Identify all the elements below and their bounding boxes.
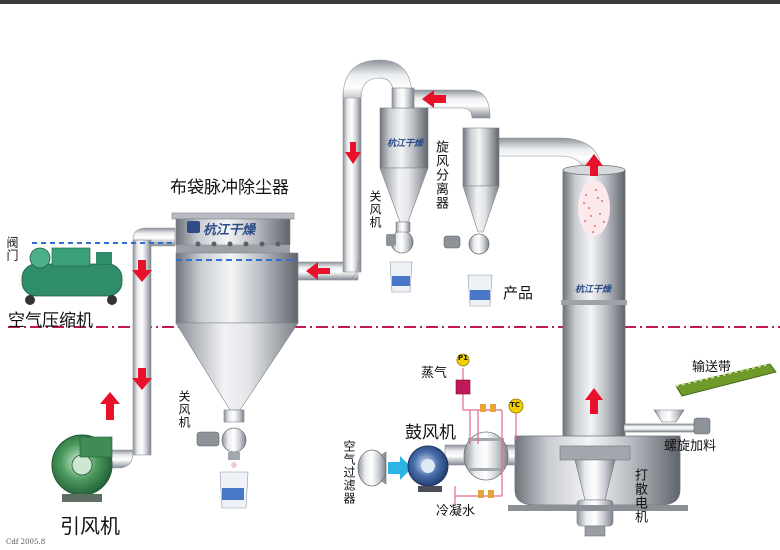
pressure-gauge xyxy=(456,353,470,367)
valve-label: 阀门 xyxy=(5,236,19,262)
air-compressor xyxy=(21,242,172,305)
rotary-valve-top-label: 关风机 xyxy=(368,190,382,229)
brand-logo-cyclone: 杭江干燥 xyxy=(387,139,424,149)
air-filter-label: 空气过滤器 xyxy=(342,440,356,505)
cyclone-first xyxy=(379,87,429,254)
blower-label: 鼓风机 xyxy=(405,423,456,443)
product-bag-cyclone-first xyxy=(389,261,413,293)
flow-arrow-up-induced-fan xyxy=(100,392,120,420)
air-filter xyxy=(357,449,387,487)
flow-arrow-down-left-pipe-bottom xyxy=(132,368,152,390)
condensate-label: 冷凝水 xyxy=(436,504,476,519)
air-flow-arrow xyxy=(388,456,412,480)
product-bag-cyclone-second xyxy=(467,274,493,307)
screw-feeder xyxy=(623,409,711,435)
rotary-valve-bottom-label: 关风机 xyxy=(177,390,191,429)
cyclone-separator-label: 旋风分离器 xyxy=(433,140,448,210)
baghouse xyxy=(171,212,299,460)
pipe-elbow-top-left xyxy=(132,227,176,247)
flow-arrow-up-tower-bottom xyxy=(585,388,603,414)
induced-fan-label: 引风机 xyxy=(60,514,120,538)
conveyor-label: 输送带 xyxy=(692,360,732,375)
induced-fan xyxy=(51,434,113,502)
product-bag-baghouse xyxy=(219,462,249,509)
flow-arrow-up-tower-top xyxy=(585,154,603,176)
flow-arrow-left-bottom-pipe xyxy=(306,262,330,280)
cyclone-second xyxy=(443,127,500,255)
conveyor-belt xyxy=(675,363,777,397)
pressure-gauge-label: P1 xyxy=(458,354,469,362)
screw-feeder-label: 螺旋加料 xyxy=(664,439,717,454)
flow-arrow-down-mid-pipe xyxy=(345,142,361,164)
flow-arrow-down-left-pipe-top xyxy=(132,260,152,282)
product-label: 产品 xyxy=(503,284,534,302)
air-compressor-label: 空气压缩机 xyxy=(8,311,93,331)
flow-arrows xyxy=(100,90,603,420)
disperser-motor-label: 打散电机 xyxy=(632,468,647,524)
steam-valve xyxy=(455,379,471,395)
pipe-vertical-mid xyxy=(342,91,362,273)
credit-text: Cdf 2005.8 xyxy=(6,538,46,546)
pipe-elbow-bottom-left xyxy=(111,449,134,469)
baghouse-label: 布袋脉冲除尘器 xyxy=(170,178,289,198)
brand-logo-tower: 杭江干燥 xyxy=(575,285,612,295)
brand-logo-baghouse: 杭江干燥 xyxy=(203,223,256,238)
steam-label: 蒸气 xyxy=(421,366,448,381)
blower xyxy=(407,445,449,492)
temperature-gauge-label: TC xyxy=(510,401,520,409)
heater xyxy=(444,431,516,481)
dryer-tower xyxy=(508,164,688,537)
flow-arrow-left-top-pipe xyxy=(422,90,446,108)
top-border xyxy=(0,0,780,4)
temperature-gauge xyxy=(508,398,524,414)
